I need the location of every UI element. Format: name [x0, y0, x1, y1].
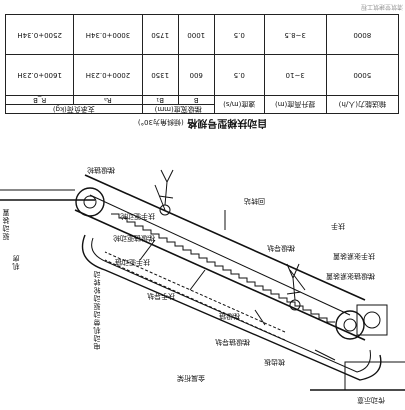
- label-step-chain-tensioner: 梯级链张紧装置: [326, 272, 375, 280]
- label-step-chain-guide: 梯级导轨: [267, 244, 295, 252]
- cell-speed: 0.5: [214, 55, 265, 96]
- table-title-text: 自动扶梯型号规格: [187, 117, 268, 128]
- label-handrail-guide: 扶手导轨: [147, 292, 175, 300]
- table-subtitle: (倾斜角为30°): [137, 118, 184, 126]
- label-handrail-drive-wheel: 扶手驱动轮: [120, 212, 155, 220]
- label-step-chain-sprocket: 梯级链轮: [87, 166, 115, 174]
- cell-capacity: 5000: [326, 55, 399, 96]
- header-width-group: 梯级宽度(mm): [142, 104, 215, 114]
- label-comb-plate: 梳齿板: [264, 358, 285, 366]
- label-handrail: 扶手: [331, 222, 345, 230]
- cell-b1: 1350: [142, 55, 179, 96]
- escalator-diagram: 传动示意 梳齿板 梯级链导轨 扶手导轨 金属桁架 梯级链 扶手驱动链 梯级链驱动…: [0, 148, 405, 410]
- cell-rise: 3~8.5: [264, 14, 327, 55]
- diagram-caption: 传动示意: [357, 396, 385, 404]
- label-handrail-tensioner: 扶手张紧装置: [333, 252, 375, 260]
- cell-b1: 1750: [142, 14, 179, 55]
- header-support-group: 支承负荷(kg): [5, 104, 143, 114]
- table-row: 5000 3~10 0.5 600 1350 2000+0.23H 1600+0…: [5, 55, 399, 96]
- cell-ra: 2000+0.23H: [73, 55, 143, 96]
- cell-capacity: 8000: [326, 14, 399, 55]
- label-step-chain: 梯级链: [219, 312, 240, 320]
- cell-width: 1000: [178, 14, 215, 55]
- label-handrail-drive-chain: 扶手驱动链: [115, 258, 150, 266]
- table-row: 8000 3~8.5 0.5 1000 1750 3000+0.34H 2500…: [5, 14, 399, 55]
- label-return-station: 回转站: [244, 197, 265, 205]
- table-title: 自动扶梯型号规格 (倾斜角为30°): [0, 117, 405, 132]
- header-b1: B₁: [142, 95, 179, 105]
- cell-ra: 3000+0.34H: [73, 14, 143, 55]
- label-motor-note: 电动机带动驱动轮转动: [93, 270, 101, 350]
- header-speed: 速度(m/s): [214, 95, 265, 114]
- label-step-chain-drive-wheel: 梯级链驱动轮: [113, 234, 155, 242]
- header-rise: 提升高度(m): [264, 95, 327, 114]
- header-capacity: 输送能力(人/h): [326, 95, 399, 114]
- header-rb: R_B: [5, 95, 74, 105]
- cell-speed: 0.5: [214, 14, 265, 55]
- cell-rb: 1600+0.23H: [5, 55, 74, 96]
- label-step-guide-rail: 梯级链导轨: [215, 338, 250, 346]
- label-machine-room: 机房: [12, 254, 20, 270]
- header-width: B: [178, 95, 215, 105]
- header-ra: Rₐ: [73, 95, 143, 105]
- spec-table: 输送能力(人/h) 提升高度(m) 速度(m/s) 梯级宽度(mm) 支承负荷(…: [5, 14, 399, 114]
- footer-watermark: 清筑堂建筑工程: [360, 3, 403, 10]
- cell-width: 600: [178, 55, 215, 96]
- label-drive-unit: 驱动装置: [2, 208, 10, 240]
- cell-rb: 2500+0.34H: [5, 14, 74, 55]
- table-header-row: 输送能力(人/h) 提升高度(m) 速度(m/s) 梯级宽度(mm) 支承负荷(…: [5, 95, 399, 114]
- label-truss: 金属桁架: [177, 374, 205, 382]
- cell-rise: 3~10: [264, 55, 327, 96]
- escalator-drawing: [0, 169, 405, 391]
